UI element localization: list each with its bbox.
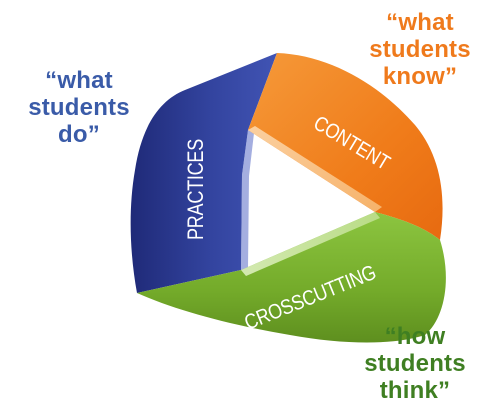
- caption-line: “what: [45, 67, 113, 94]
- caption-line: do”: [58, 121, 100, 148]
- practices-label: PRACTICES: [184, 139, 208, 240]
- caption-line: students: [364, 350, 466, 377]
- caption-line: think”: [379, 377, 451, 404]
- caption-line: “what: [386, 9, 454, 36]
- caption-line: know”: [382, 63, 458, 90]
- practices-inner-edge: [241, 130, 254, 270]
- crosscutting-band: [137, 212, 446, 343]
- caption-what-students-know: “what students know”: [350, 9, 490, 90]
- practices-band: [130, 53, 277, 293]
- content-band: [248, 53, 443, 240]
- caption-what-students-do: “what students do”: [14, 67, 144, 148]
- content-inner-edge: [248, 126, 382, 212]
- caption-line: students: [369, 36, 471, 63]
- caption-how-students-think: “how students think”: [345, 323, 485, 404]
- caption-line: students: [28, 94, 130, 121]
- crosscutting-inner-edge: [241, 212, 380, 276]
- caption-line: “how: [384, 323, 446, 350]
